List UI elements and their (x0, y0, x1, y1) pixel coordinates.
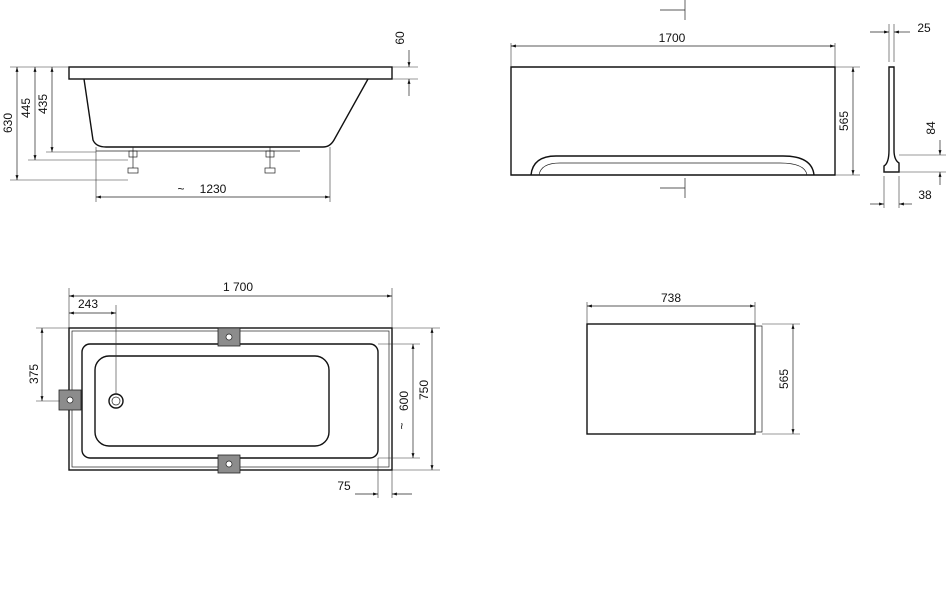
side-view: 630 445 435 60 ~ 1230 (1, 31, 418, 202)
dim-label-565-end: 565 (777, 369, 791, 389)
top-inner-basin (81, 343, 379, 459)
dim-label-630: 630 (1, 113, 15, 133)
side-tub-body (83, 78, 369, 148)
top-view: 1 700 243 375 600 ~ 750 75 (27, 280, 440, 498)
approx-symbol-600: ~ (395, 422, 409, 429)
dim-label-600: 600 (397, 391, 411, 411)
dim-label-435: 435 (36, 94, 50, 114)
dim-label-1700-front: 1700 (659, 31, 686, 45)
side-feet (96, 147, 300, 174)
dim-label-375: 375 (27, 364, 41, 384)
dim-label-38: 38 (918, 188, 932, 202)
drain-icon (108, 393, 124, 409)
top-inner-floor (94, 355, 330, 447)
dim-label-1700-top: 1 700 (223, 280, 253, 294)
profile-shape (883, 66, 900, 173)
front-panel-cutout (530, 155, 815, 176)
dim-label-25: 25 (917, 21, 931, 35)
front-panel-outline (510, 66, 836, 176)
front-panel: 1700 565 (510, 0, 860, 198)
leg-bracket-left-icon (58, 389, 82, 411)
panel-profile: 25 84 38 (870, 21, 946, 208)
approx-symbol: ~ (177, 182, 184, 196)
dim-label-243: 243 (78, 297, 98, 311)
leg-bracket-top-icon (217, 327, 241, 347)
dim-label-738: 738 (661, 291, 681, 305)
dim-label-75: 75 (337, 479, 351, 493)
dim-label-445: 445 (19, 98, 33, 118)
dim-label-60: 60 (393, 31, 407, 45)
end-panel-outline (586, 323, 756, 435)
dim-label-1230: 1230 (200, 182, 227, 196)
dim-label-565-front: 565 (837, 111, 851, 131)
side-rim (68, 66, 393, 80)
end-panel: 738 565 (586, 291, 800, 435)
top-outer-rim (68, 327, 393, 471)
dim-label-84: 84 (924, 121, 938, 135)
leg-bracket-bottom-icon (217, 454, 241, 474)
dim-label-750: 750 (417, 380, 431, 400)
